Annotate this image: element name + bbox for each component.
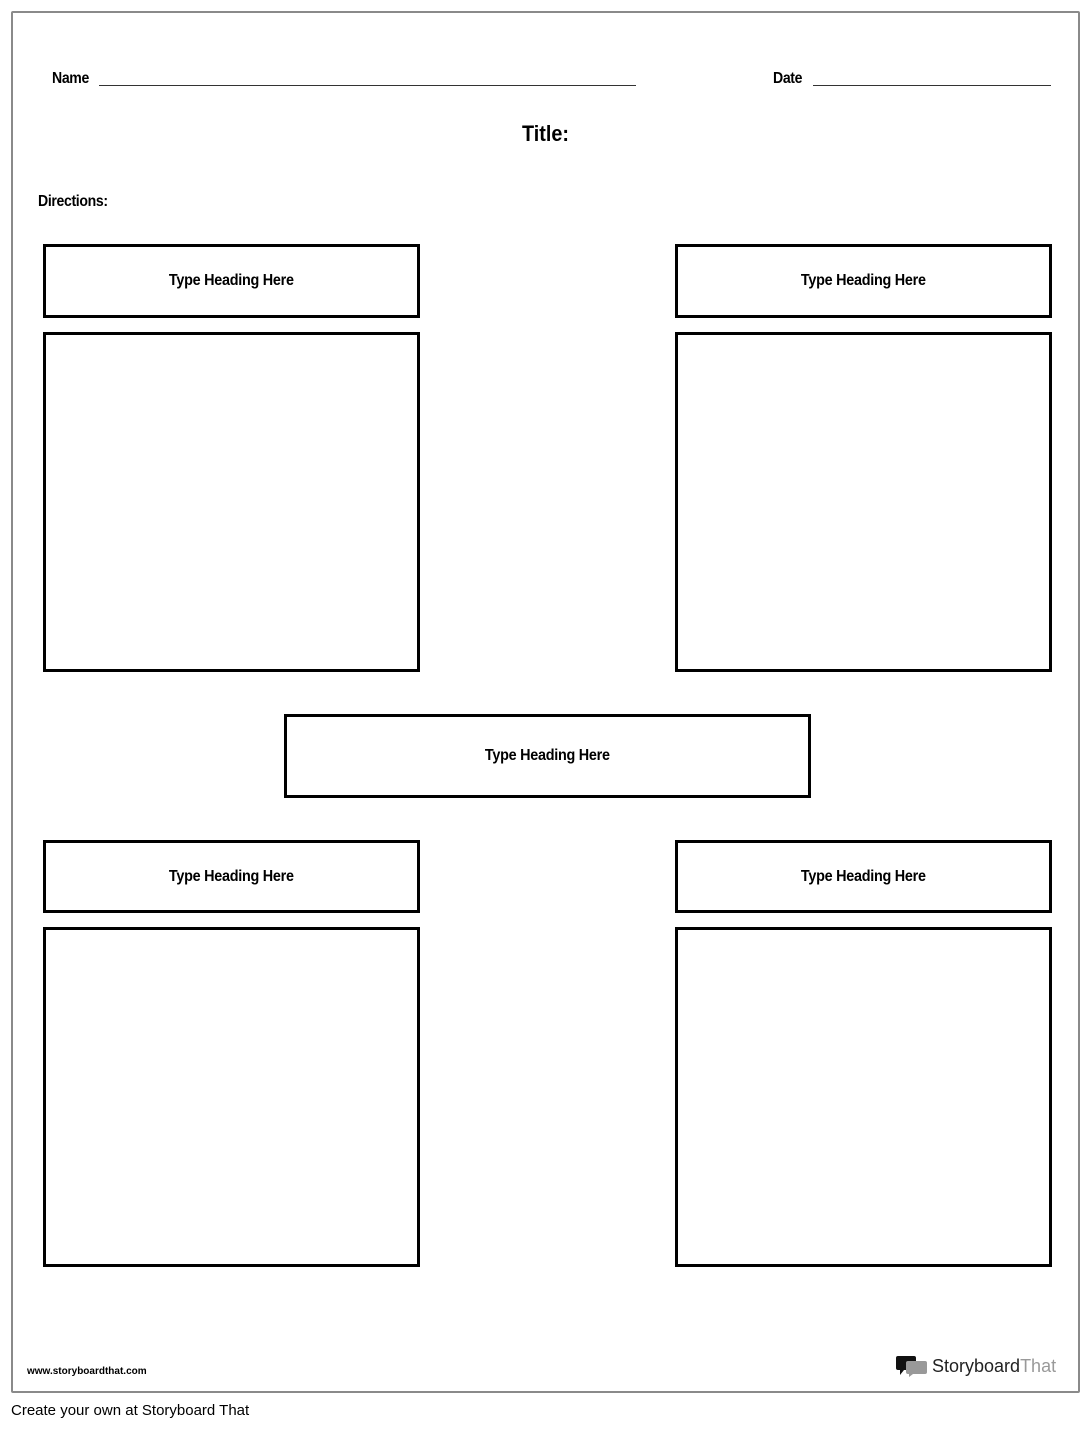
create-your-own-link[interactable]: Create your own at Storyboard That [11, 1402, 250, 1419]
logo-main-text: Storyboard [932, 1355, 1021, 1376]
logo-accent-text: That [1020, 1355, 1057, 1376]
heading-text: Type Heading Here [801, 867, 926, 885]
top-left-heading-box[interactable]: Type Heading Here [43, 244, 420, 318]
heading-text: Type Heading Here [169, 867, 294, 885]
center-heading-box[interactable]: Type Heading Here [284, 714, 811, 798]
top-right-content-box[interactable] [675, 332, 1052, 672]
top-left-content-box[interactable] [43, 332, 420, 672]
directions-label: Directions: [38, 193, 108, 210]
top-right-heading-box[interactable]: Type Heading Here [675, 244, 1052, 318]
name-label: Name [52, 70, 89, 87]
date-label: Date [773, 70, 803, 87]
heading-text: Type Heading Here [485, 747, 610, 764]
title-label: Title: [522, 121, 569, 146]
website-url: www.storyboardthat.com [27, 1366, 147, 1377]
speech-bubbles-icon [896, 1356, 927, 1377]
date-field[interactable] [813, 85, 1051, 86]
bottom-left-content-box[interactable] [43, 927, 420, 1267]
worksheet-page [11, 11, 1080, 1393]
heading-text: Type Heading Here [169, 272, 294, 289]
name-field[interactable] [99, 85, 636, 86]
storyboardthat-logo: StoryboardThat [896, 1354, 1056, 1378]
heading-text: Type Heading Here [801, 272, 926, 289]
bottom-right-content-box[interactable] [675, 927, 1052, 1267]
bottom-right-heading-box[interactable]: Type Heading Here [675, 840, 1052, 913]
bottom-left-heading-box[interactable]: Type Heading Here [43, 840, 420, 913]
